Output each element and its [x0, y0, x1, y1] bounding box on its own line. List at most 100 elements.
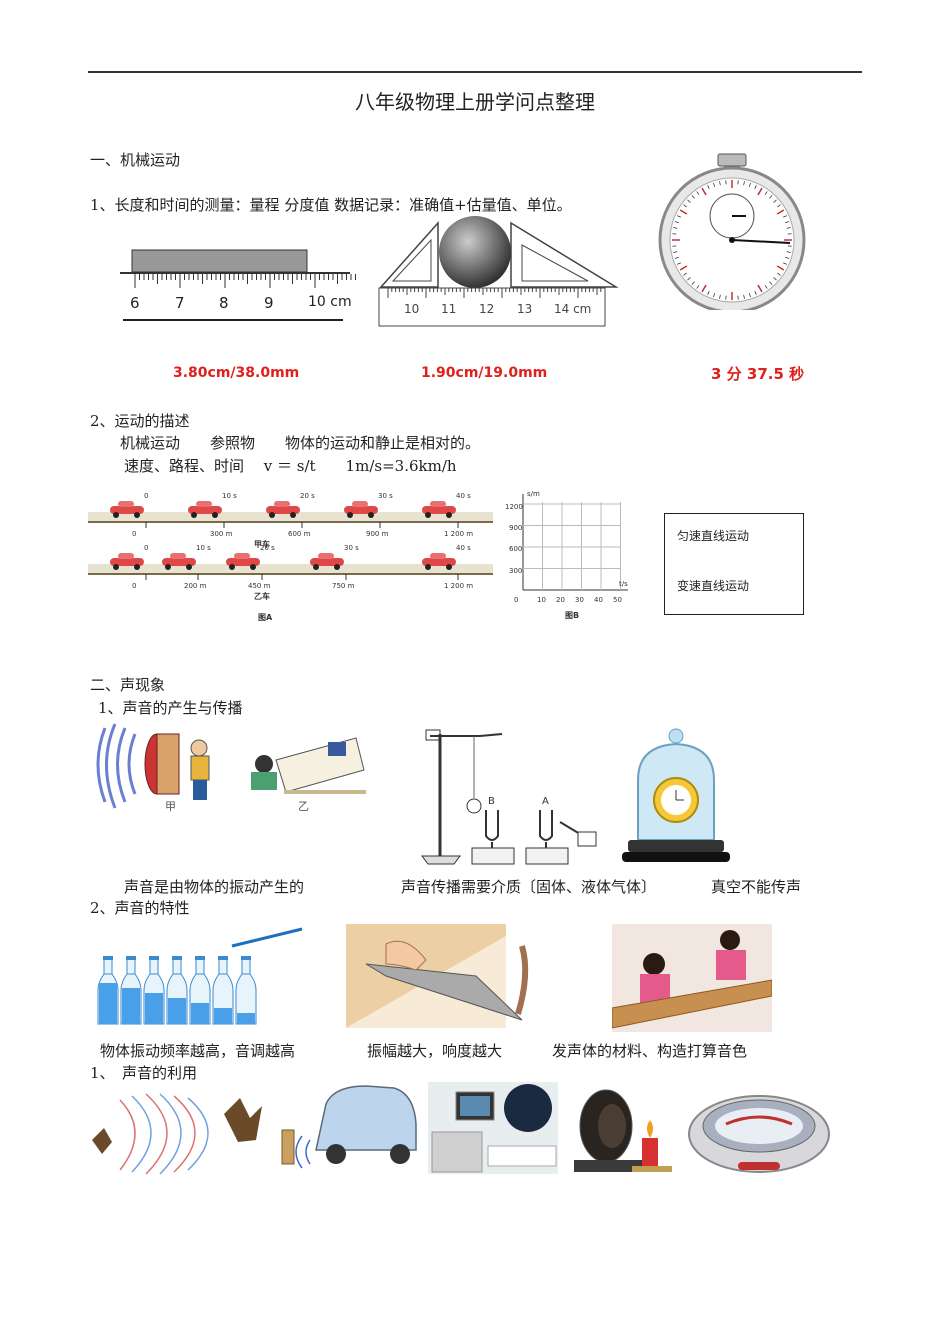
bell-jar-illustration	[622, 728, 730, 862]
stopwatch-tick	[701, 284, 707, 293]
stopwatch-tick	[785, 256, 790, 259]
stopwatch-tick	[773, 277, 777, 281]
stopwatch-tick	[679, 209, 688, 215]
speaker-candle-illustration	[574, 1089, 672, 1172]
stopwatch-tick	[769, 195, 773, 199]
graph-xtick-10: 10	[537, 596, 546, 604]
stopwatch-tick	[777, 204, 781, 208]
water-bottle	[212, 956, 234, 1025]
water-bottle	[166, 956, 188, 1025]
stopwatch-tick	[777, 272, 781, 276]
stopwatch-tick	[713, 182, 716, 187]
motion-concepts-line: 机械运动 参照物 物体的运动和静止是相对的。	[120, 434, 481, 452]
variable-motion-label: 变速直线运动	[677, 579, 750, 593]
water-bottle	[143, 956, 165, 1025]
graph-xtick-40: 40	[594, 596, 603, 604]
car-icon	[110, 501, 144, 518]
water-bottle	[235, 956, 257, 1025]
stopwatch-tick	[673, 227, 678, 229]
desk-label: 乙	[298, 800, 309, 813]
stopwatch-tick	[743, 181, 745, 186]
sound-applications-item: 1、 声音的利用	[90, 1064, 198, 1082]
figa-time-label: 10 s	[196, 544, 211, 552]
stopwatch-tick	[743, 294, 745, 299]
ruler2-tick-12: 12	[479, 302, 494, 316]
figa-distance-label: 200 m	[184, 582, 207, 590]
caption-sound-medium: 声音传播需要介质〔固体、液体气体〕	[401, 878, 657, 896]
stopwatch-tick	[673, 251, 678, 253]
motion-description-item: 2、运动的描述	[90, 412, 190, 430]
ruler2-tick-10: 10	[404, 302, 419, 316]
car-icon	[188, 501, 222, 518]
stopwatch-tick	[674, 221, 679, 224]
stopwatch-tick	[769, 281, 773, 285]
desk-illustration: 乙	[251, 737, 366, 813]
ruler1-tick-7: 7	[175, 294, 185, 312]
stopwatch-tick	[707, 290, 710, 295]
stopwatch-tick	[707, 185, 710, 190]
stopwatch-tick	[782, 215, 787, 218]
sound-characteristics-item: 2、声音的特性	[90, 899, 190, 917]
stopwatch-tick	[677, 215, 682, 218]
figure-b-graph: s/m t/s 1200 900 600 300 0 10 20 30 40 5…	[505, 490, 628, 620]
drum-label: 甲	[165, 800, 176, 813]
car-icon	[266, 501, 300, 518]
car-icon	[110, 553, 144, 570]
figa-distance-label: 1 200 m	[444, 582, 473, 590]
stopwatch-icon	[658, 153, 806, 310]
ultrasound-photo	[428, 1082, 558, 1174]
road-surface	[88, 564, 493, 574]
ultrasonic-cleaner-illustration	[688, 1095, 830, 1173]
guzheng-players-photo	[612, 924, 772, 1032]
sound-production-item: 1、声音的产生与传播	[98, 699, 243, 717]
water-bottle	[189, 956, 211, 1025]
tuning-fork-illustration: B A	[421, 729, 597, 865]
figa-distance-label: 450 m	[248, 582, 271, 590]
stopwatch-tick	[683, 272, 687, 276]
graph-xtick-50: 50	[613, 596, 622, 604]
figa-distance-label: 750 m	[332, 582, 355, 590]
stopwatch-tick	[757, 187, 763, 196]
stopwatch-tick	[776, 265, 785, 271]
stopwatch-tick	[786, 251, 791, 253]
caption-sound-vibration: 声音是由物体的振动产生的	[124, 878, 305, 896]
stopwatch-tick	[719, 181, 721, 186]
stopwatch-tick	[782, 262, 787, 265]
car-icon	[422, 501, 456, 518]
figa-caption: 图A	[258, 613, 273, 622]
figa-time-label: 40 s	[456, 544, 471, 552]
ruler1-tick-9: 9	[264, 294, 274, 312]
graph-ytick-600: 600	[509, 545, 522, 553]
stopwatch-tick	[773, 199, 777, 203]
car-a-name: 甲车	[254, 539, 270, 549]
section-heading-mechanical-motion: 一、机械运动	[90, 151, 181, 169]
stopwatch-tick	[754, 185, 757, 190]
figa-distance-label: 0	[132, 582, 136, 590]
graph-ytick-1200: 1200	[505, 503, 523, 511]
stopwatch-tick	[696, 285, 700, 289]
caption-timbre: 发声体的材料、构造打算音色	[552, 1042, 748, 1060]
ruler-diagram-2: 10 11 12 13 14 cm	[378, 216, 619, 327]
water-bottle	[120, 956, 142, 1025]
graph-ylabel: s/m	[527, 490, 540, 498]
stopwatch-tick	[786, 227, 791, 229]
figa-distance-label: 900 m	[366, 530, 389, 538]
fork-label-b: B	[488, 796, 495, 807]
car-icon	[344, 501, 378, 518]
car-icon	[226, 553, 260, 570]
stopwatch-tick	[691, 281, 695, 285]
car-icon	[310, 553, 344, 570]
figa-distance-label: 300 m	[210, 530, 233, 538]
measurement-item: 1、长度和时间的测量：量程 分度值 数据记录：准确值+估量值、单位。	[90, 196, 572, 214]
stopwatch-answer: 3 分 37.5 秒	[711, 365, 805, 383]
figa-distance-label: 600 m	[288, 530, 311, 538]
stopwatch-tick	[719, 294, 721, 299]
figa-time-label: 0	[144, 492, 148, 500]
stopwatch-tick	[677, 262, 682, 265]
ruler2-tick-11: 11	[441, 302, 456, 316]
figa-time-label: 30 s	[378, 492, 393, 500]
figa-distance-label: 1 200 m	[444, 530, 473, 538]
graph-caption: 图B	[565, 611, 579, 620]
motion-type-box: 匀速直线运动 变速直线运动	[664, 513, 804, 615]
